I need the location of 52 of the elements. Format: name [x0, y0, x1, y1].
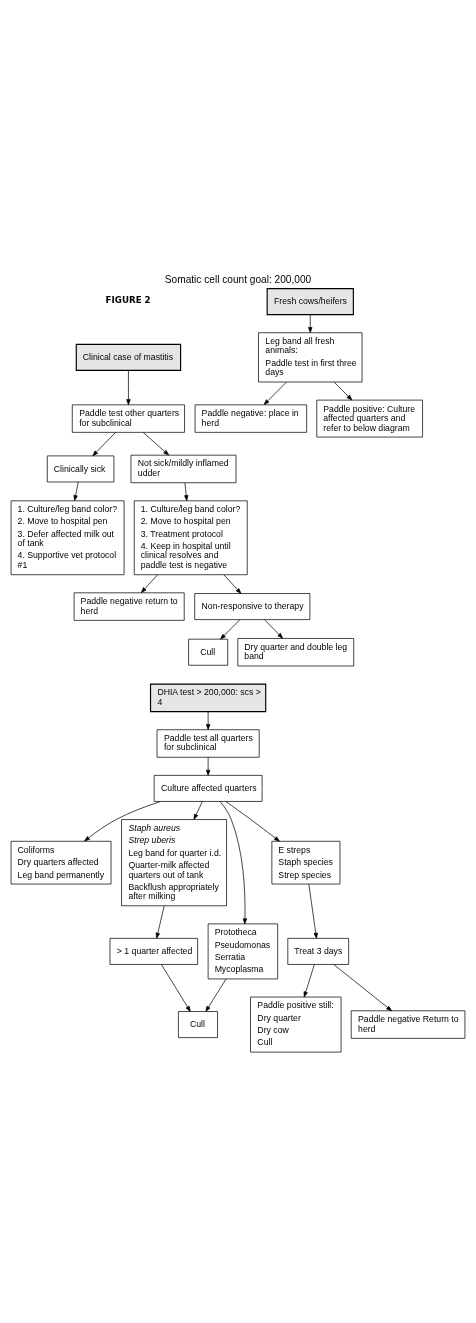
- node-box: Dry quarter and double leg band: [237, 637, 355, 666]
- arrow: [223, 573, 242, 594]
- arrow: [333, 381, 353, 400]
- node-box: Cull: [178, 1010, 218, 1038]
- arrow: [206, 756, 211, 776]
- arrow: [220, 619, 241, 639]
- node-box: Cull: [188, 638, 229, 666]
- arrow: [308, 313, 313, 333]
- arrow: [219, 800, 248, 924]
- node-box: Paddle negative return to herd: [73, 591, 185, 621]
- diagram-title: Somatic cell count goal: 200,000: [164, 273, 312, 285]
- arrow: [206, 711, 211, 730]
- node-box: Staph aureus Strep uberis Leg band for quarter i.d. Quarter-milk affected quarters out of tank Backflush appropriately after milking: [121, 818, 227, 906]
- arrow: [205, 978, 227, 1012]
- arrow: [126, 369, 131, 405]
- node-box: E streps Staph species Strep species: [271, 840, 341, 884]
- node-box: Prototheca Pseudomonas Serratia Mycoplasma: [207, 923, 279, 979]
- node-box: Coliforms Dry quarters affected Leg band permanently: [10, 840, 112, 884]
- node-box: Not sick/mildly inflamed udder: [130, 454, 237, 483]
- label: FIGURE 2: [105, 294, 151, 305]
- node-box: > 1 quarter affected: [109, 937, 198, 965]
- arrow: [263, 381, 287, 405]
- arrow: [155, 905, 165, 939]
- arrow: [184, 482, 189, 501]
- arrow: [308, 883, 318, 939]
- node-box: 1. Culture/leg band color? 2. Move to hospital pen 3. Defer affected milk out of tank 4. Supportive vet protocol #1: [10, 499, 125, 575]
- node-box: Paddle negative Return to herd: [350, 1009, 466, 1039]
- node-box: 1. Culture/leg band color? 2. Move to hospital pen 3. Treatment protocol 4. Keep in hospital until clinical resolves and paddle test is negative: [133, 499, 248, 575]
- node-box: Clinical case of mastitis: [75, 343, 182, 371]
- node-box: Fresh cows/heifers: [266, 287, 354, 315]
- node-box: DHIA test > 200,000: scs > 4: [149, 683, 267, 712]
- node-box: Leg band all fresh animals: Paddle test in first three days: [258, 331, 363, 382]
- arrow: [303, 963, 315, 997]
- node-box: Paddle negative: place in herd: [194, 403, 307, 433]
- arrow: [141, 573, 158, 593]
- arrow: [92, 431, 116, 456]
- node-box: Paddle positive: Culture affected quarters and refer to below diagram: [316, 399, 423, 437]
- arrow: [73, 481, 79, 501]
- node-box: Treat 3 days: [287, 937, 350, 965]
- node-box: Paddle positive still: Dry quarter Dry cow Cull: [250, 996, 342, 1052]
- arrow: [84, 800, 161, 841]
- arrow: [161, 963, 191, 1012]
- node-box: Clinically sick: [46, 455, 115, 482]
- arrow: [225, 800, 280, 842]
- node-box: Culture affected quarters: [153, 774, 263, 802]
- arrow: [193, 800, 203, 820]
- arrow: [333, 963, 392, 1011]
- node-box: Paddle test all quarters for subclinical: [156, 728, 260, 758]
- arrow: [264, 619, 283, 638]
- node-box: Paddle test other quarters for subclinical: [71, 403, 185, 433]
- node-box: Non-responsive to therapy: [194, 592, 311, 620]
- arrow: [142, 431, 170, 455]
